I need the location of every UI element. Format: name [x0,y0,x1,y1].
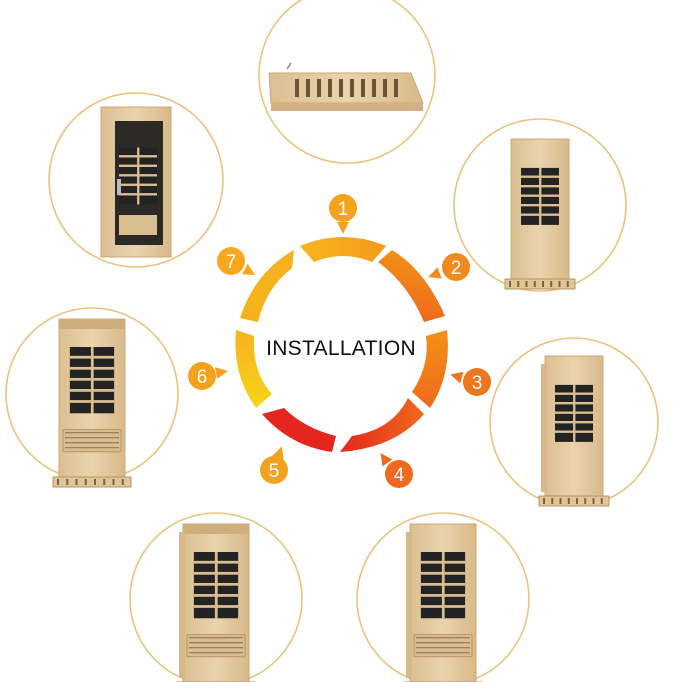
sauna-roof-installed [52,318,132,488]
step-pointer-icon [450,371,464,384]
ring-segment-4 [340,398,424,452]
step-number-badge [385,460,413,488]
step-image-circle-5 [129,512,303,682]
step-image-circle-3 [489,337,659,507]
step-marker-1: 1 [329,194,357,234]
process-ring: INSTALLATION [235,237,448,452]
step-pointer-icon [428,267,442,279]
step-pointer-icon [380,453,393,467]
ring-segment-7 [240,250,294,322]
sauna-back-wall-on-floor [504,138,576,290]
step-image-circle-6 [5,307,179,488]
step-image-circle-2 [453,118,627,292]
step-number: 3 [472,373,483,394]
ring-segment-5 [262,408,336,452]
step-number-badge [188,362,216,390]
step-number-badge [442,253,470,281]
step-marker-6: 6 [188,362,228,390]
step-image-circle-7 [48,92,224,268]
step-marker-7: 7 [217,247,256,275]
step-number-badge [217,247,245,275]
step-image-circle-1 [258,0,436,164]
step-number: 2 [451,258,462,279]
center-label: INSTALLATION [266,337,416,360]
step-number: 1 [338,199,349,220]
step-number: 4 [394,465,405,486]
sauna-floor-panel [268,62,424,111]
ring-segment-1 [300,237,386,262]
step-pointer-icon [241,263,256,275]
step-number: 7 [226,252,237,273]
step-marker-3: 3 [450,368,491,396]
step-pointer-icon [215,367,228,379]
ring-segment-3 [412,330,448,408]
ring-segment-2 [378,250,445,322]
step-marker-2: 2 [428,253,470,281]
step-number: 6 [197,367,208,388]
sauna-bench-installed [176,523,256,682]
step-image-circle-4 [356,512,530,682]
step-marker-5: 5 [260,446,288,484]
step-pointer-icon [337,222,349,234]
step-number-badge [329,194,357,222]
sauna-door-installed [100,106,172,258]
sauna-side-wall-added [538,355,610,507]
step-number-badge [260,456,288,484]
step-marker-4: 4 [380,453,413,488]
sauna-both-side-walls [403,523,483,682]
step-number: 5 [269,461,280,482]
ring-segment-6 [235,330,272,408]
step-number-badge [463,368,491,396]
